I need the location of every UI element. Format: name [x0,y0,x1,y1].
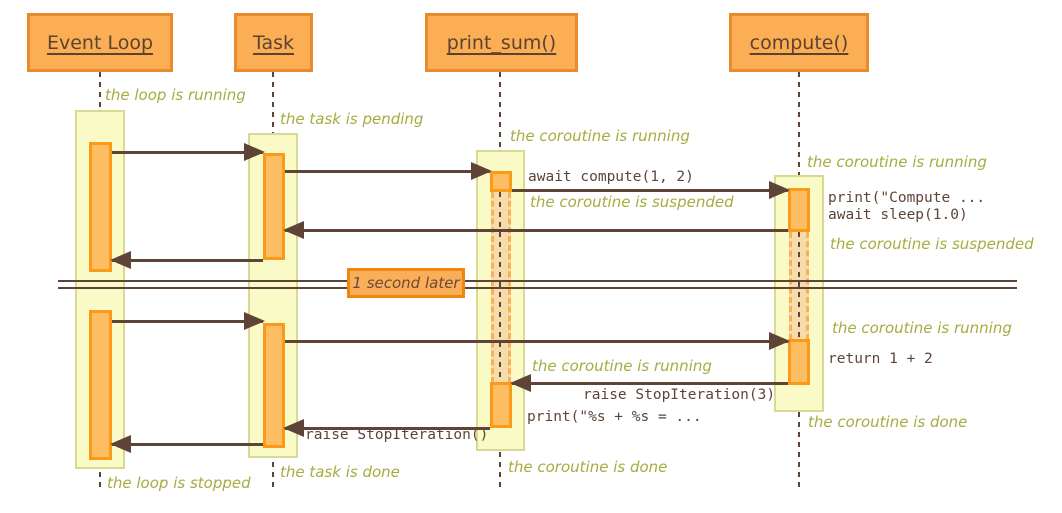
activation-print-sum-2 [490,382,512,428]
annotation-print-sum-running-2: the coroutine is running [532,357,712,375]
arrow-event-loop-to-task-resume [112,312,265,330]
time-divider-box: 1 second later [347,268,465,298]
activation-task-1 [263,153,285,260]
arrow-print-sum-to-task-stopiteration [283,419,490,437]
arrowhead-icon [244,312,265,330]
arrow-task-to-print-sum-run [285,162,492,180]
arrow-compute-to-task-suspend [283,221,788,239]
arrow-task-to-event-loop-done [110,435,263,453]
activation-event-loop-2 [89,310,112,460]
time-divider-label: 1 second later [352,274,460,292]
label-return-sum: return 1 + 2 [828,351,933,367]
arrowhead-icon [510,374,531,392]
participant-compute: compute() [729,13,869,72]
arrow-print-sum-to-compute-await [512,181,790,199]
annotation-print-sum-suspended: the coroutine is suspended [530,193,734,211]
annotation-compute-done: the coroutine is done [808,413,968,431]
arrowhead-icon [110,435,131,453]
arrowhead-icon [471,162,492,180]
arrow-event-loop-to-task-run [112,143,265,161]
participant-task-label: Task [252,31,294,54]
arrowhead-icon [769,181,790,199]
label-print-compute: print("Compute ... [828,190,986,206]
lifeline-compute-over-suspend [798,232,800,340]
annotation-print-sum-done: the coroutine is done [508,458,668,476]
participant-event-loop-label: Event Loop [46,31,154,54]
arrow-task-to-compute-resume [285,332,790,350]
activation-compute-1 [788,188,810,232]
arrowhead-icon [244,143,265,161]
participant-print-sum-label: print_sum() [446,31,557,54]
arrow-compute-to-print-sum-stopiteration [510,374,788,392]
time-divider-line-bottom [58,287,1017,289]
participant-event-loop: Event Loop [27,13,173,72]
participant-task: Task [234,13,313,72]
arrowhead-icon [283,221,304,239]
participant-print-sum: print_sum() [425,13,578,72]
annotation-compute-suspended: the coroutine is suspended [830,235,1034,253]
label-await-compute: await compute(1, 2) [528,169,694,185]
arrowhead-icon [769,332,790,350]
annotation-task-done: the task is done [280,463,400,481]
annotation-print-sum-running-1: the coroutine is running [510,127,690,145]
activation-compute-2 [788,339,810,385]
activation-print-sum-1 [490,171,512,192]
participant-compute-label: compute() [749,31,849,54]
annotation-compute-running-2: the coroutine is running [832,319,1012,337]
annotation-task-pending: the task is pending [280,110,424,128]
annotation-loop-stopped: the loop is stopped [107,474,251,492]
time-divider-line-top [58,280,1017,282]
arrowhead-icon [283,419,304,437]
arrow-task-to-event-loop-yield [110,251,263,269]
annotation-compute-running-1: the coroutine is running [807,153,987,171]
annotation-loop-running: the loop is running [105,86,246,104]
label-print-result: print("%s + %s = ... [527,409,702,425]
label-await-sleep: await sleep(1.0) [828,207,968,223]
label-raise-stopiteration: raise StopIteration() [305,427,489,443]
activation-event-loop-1 [89,142,112,272]
label-raise-stopiteration3: raise StopIteration(3) [583,387,776,403]
activation-task-2 [263,323,285,448]
arrowhead-icon [110,251,131,269]
